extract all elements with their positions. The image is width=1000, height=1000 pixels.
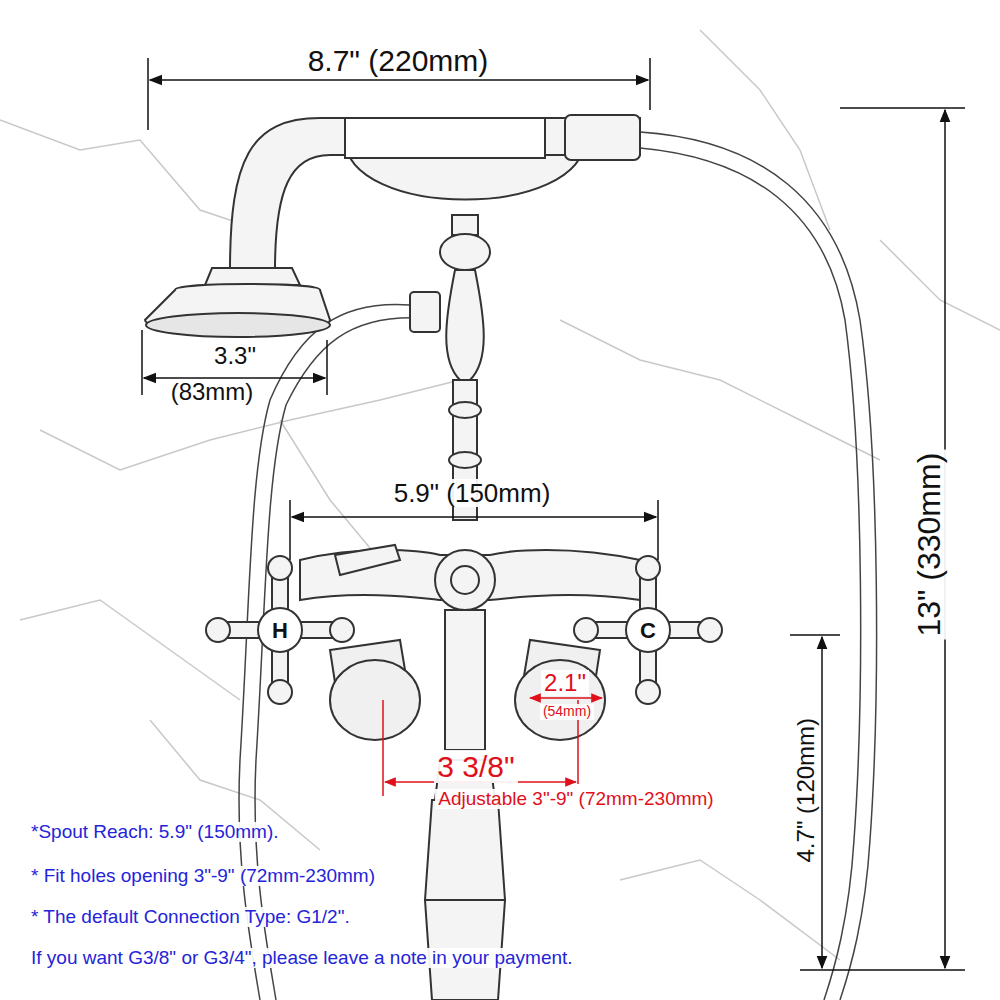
wall-connector: [330, 640, 605, 740]
note-text: *Spout Reach: 5.9" (150mm).: [28, 822, 282, 843]
note-text: * The default Connection Type: G1/2".: [28, 907, 353, 928]
dimension-label: 5.9" (150mm): [391, 479, 554, 508]
hand-shower: [145, 115, 640, 337]
dimension-label: 2.1": [541, 670, 589, 696]
dimension-label: (83mm): [168, 379, 257, 405]
note-text: * Fit holes opening 3"-9" (72mm-230mm): [28, 866, 378, 887]
marble-veins: [0, 30, 1000, 960]
note-text: If you want G3/8" or G3/4", please leave…: [28, 948, 576, 969]
dimension-label: Adjustable 3"-9" (72mm-230mm): [435, 789, 716, 810]
dimension-label: 8.7" (220mm): [305, 44, 492, 77]
cross-handle: [206, 556, 722, 704]
handle-letter: C: [637, 619, 659, 643]
dimension-label: 3.3": [211, 343, 259, 369]
red-dimension-lines: [383, 698, 602, 796]
dimension-label: (54mm): [540, 704, 594, 719]
dimension-label: 13" (330mm): [912, 450, 947, 640]
handle-letter: H: [269, 619, 291, 643]
dimension-label: 4.7" (120mm): [793, 715, 819, 866]
dimension-label: 3 3/8": [434, 750, 517, 783]
